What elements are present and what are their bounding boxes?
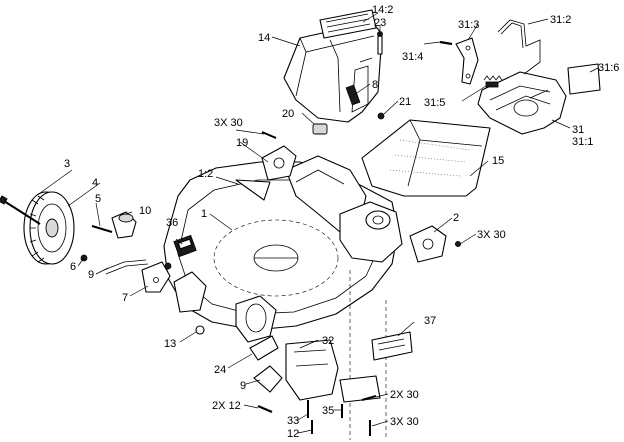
callout-15: 15 xyxy=(492,155,504,167)
callout-4: 4 xyxy=(92,177,98,189)
callout-31-3: 31:3 xyxy=(458,19,479,31)
callout-33: 33 xyxy=(287,415,299,427)
callout-31-6: 31:6 xyxy=(598,62,619,74)
spring-part-31-5 xyxy=(483,75,503,88)
callout-2: 2 xyxy=(453,212,459,224)
callout-20: 20 xyxy=(282,108,294,120)
callout-10: 10 xyxy=(139,205,151,217)
sticker-part-1-2 xyxy=(235,179,271,201)
discharge-chute-part-15 xyxy=(361,119,491,197)
lever-part-24 xyxy=(249,335,279,361)
spring-bar-part-9 xyxy=(103,259,149,275)
callout-35: 35 xyxy=(322,405,334,417)
callout-8: 8 xyxy=(372,79,378,91)
callout-14-2: 14:2 xyxy=(372,4,393,16)
pivot-rod-part-31-2 xyxy=(497,19,541,75)
bracket-part-7 xyxy=(141,261,172,293)
callout-31: 31 xyxy=(572,124,584,136)
nut-part-3x30-right xyxy=(455,241,461,247)
callout-3x30-right: 3X 30 xyxy=(477,229,506,241)
callout-7: 7 xyxy=(122,292,128,304)
callout-32: 32 xyxy=(322,335,334,347)
nut-part-21 xyxy=(377,112,385,120)
callout-3x30-bottom: 3X 30 xyxy=(390,416,419,428)
leader-lines xyxy=(35,12,599,434)
callout-5: 5 xyxy=(95,193,101,205)
callout-31-1: 31:1 xyxy=(572,136,593,148)
bolt-part-5 xyxy=(91,225,113,233)
callout-12: 12 xyxy=(287,428,299,440)
cap-part-10 xyxy=(111,211,137,239)
callout-36: 36 xyxy=(166,217,178,229)
callout-3: 3 xyxy=(64,158,70,170)
callout-23: 23 xyxy=(374,17,386,29)
bolt-part-3 xyxy=(0,195,41,225)
callout-31-4: 31:4 xyxy=(402,51,423,63)
wheel-part-4 xyxy=(23,191,75,265)
decal-part-37 xyxy=(371,331,413,361)
rear-flap-part-31 xyxy=(477,71,567,135)
callout-2x12: 2X 12 xyxy=(212,400,241,412)
decal-part-14-2 xyxy=(319,9,377,39)
decal-part-36 xyxy=(173,234,197,258)
callout-labels: 14:2 23 14 8 21 20 3X 30 19 1:2 1 15 2 3… xyxy=(64,4,619,440)
screw-part-2x30 xyxy=(361,395,377,401)
callout-24: 24 xyxy=(214,364,226,376)
callout-9-lower: 9 xyxy=(240,380,246,392)
callout-21: 21 xyxy=(399,96,411,108)
callout-6: 6 xyxy=(70,261,76,273)
callout-31-5: 31:5 xyxy=(424,97,445,109)
callout-1: 1 xyxy=(201,208,207,220)
clip-part-9-lower xyxy=(253,365,283,393)
callout-19: 19 xyxy=(236,137,248,149)
callout-14: 14 xyxy=(258,32,270,44)
callout-1-2: 1:2 xyxy=(198,168,213,180)
mower-deck-part-1 xyxy=(163,155,403,440)
screw-part-2x12 xyxy=(257,404,273,414)
bracket-part-31-3 xyxy=(455,37,479,85)
knob-part-20 xyxy=(312,123,328,135)
callout-3x30-top: 3X 30 xyxy=(214,117,243,129)
adjuster-part-19 xyxy=(261,131,297,181)
decal-part-31-6 xyxy=(567,63,601,95)
callout-2x30: 2X 30 xyxy=(390,389,419,401)
callout-13: 13 xyxy=(164,338,176,350)
callout-31-2: 31:2 xyxy=(550,14,571,26)
callout-9-upper: 9 xyxy=(88,269,94,281)
bushing-part-13 xyxy=(195,325,205,335)
rear-hood-part-14 xyxy=(283,21,383,123)
screw-part-31-4 xyxy=(439,40,453,46)
plate-part-32 xyxy=(285,339,381,403)
callout-37: 37 xyxy=(424,315,436,327)
